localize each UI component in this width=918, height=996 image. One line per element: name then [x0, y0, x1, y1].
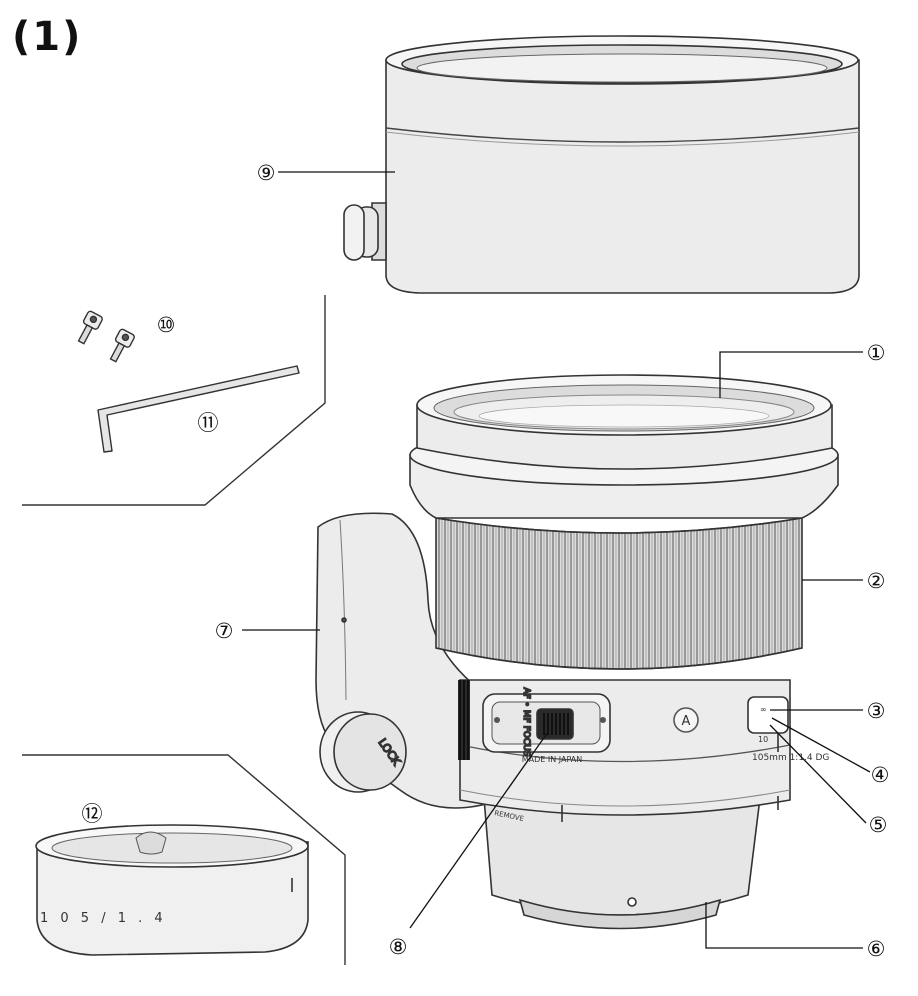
callout-6: ⑥	[867, 937, 886, 961]
divider-lines	[22, 295, 346, 965]
rear-cap: 1 0 5 / 1 . 4	[35, 824, 309, 956]
callout-2: ②	[867, 569, 886, 593]
art-badge: A	[682, 714, 691, 729]
distance-bottom: 10	[758, 735, 768, 744]
callout-12: ⑫	[82, 802, 103, 826]
callout-5: ⑤	[869, 813, 888, 837]
figure-label: (1)	[12, 14, 83, 60]
callout-9: ⑨	[257, 161, 276, 185]
callout-7: ⑦	[215, 619, 234, 643]
callout-4: ④	[871, 763, 890, 787]
model-text: 105mm 1:1.4 DG	[752, 753, 829, 763]
hex-wrench	[97, 365, 300, 453]
callouts: ① ② ③ ④ ⑤ ⑥ ⑦ ⑧ ⑨ ⑩ ⑪ ⑫	[82, 161, 890, 961]
distance-top: ∞	[760, 705, 767, 714]
callout-11: ⑪	[198, 411, 219, 435]
lens-hood	[343, 35, 860, 294]
callout-1: ①	[867, 341, 886, 365]
callout-3: ③	[867, 699, 886, 723]
cap-text: 1 0 5 / 1 . 4	[40, 911, 167, 926]
switch-label: AF • MF FOCUS	[521, 687, 531, 756]
lens-body: AF • MF FOCUS MADE IN JAPAN A ∞ 10 105mm…	[409, 374, 839, 930]
callout-10: ⑩	[157, 313, 176, 337]
made-in-text: MADE IN JAPAN	[522, 755, 582, 764]
screws	[77, 310, 135, 363]
callout-8: ⑧	[389, 935, 408, 959]
leader-lines	[242, 171, 871, 949]
